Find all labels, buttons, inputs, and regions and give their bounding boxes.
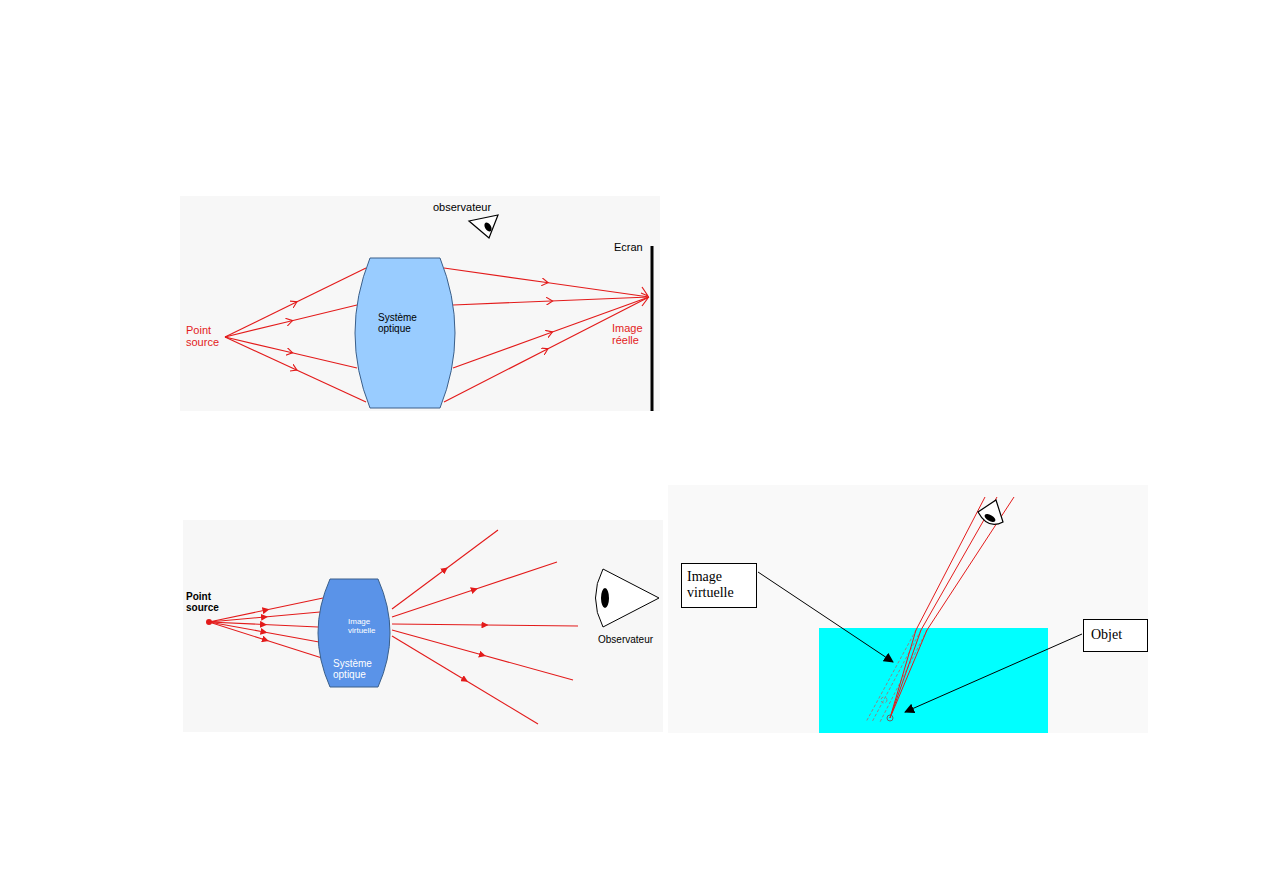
incident-ray [209, 612, 320, 622]
emergent-ray [453, 297, 649, 368]
callout-text: Objet [1091, 627, 1140, 643]
virtual-ray-extensions [866, 630, 927, 722]
eye-pupil [983, 512, 996, 523]
virtual-image-mark [881, 697, 887, 703]
lens-outline [355, 258, 455, 408]
eye-icon [596, 569, 660, 627]
eye-icon [469, 215, 498, 238]
panel-ground [183, 520, 663, 732]
virtual-image-rays [209, 530, 578, 724]
panel-ground [180, 196, 660, 411]
leader-line [758, 572, 893, 662]
incident-ray [209, 622, 322, 658]
callout-box: Objet [1083, 619, 1148, 652]
refracted-ray [890, 497, 997, 718]
dashed-extension [866, 630, 916, 722]
eye-outline [596, 569, 660, 627]
eye-outline [469, 215, 498, 238]
panel-ground [668, 485, 1148, 733]
diagram-label: Image réelle [612, 322, 643, 346]
object-mark [887, 715, 893, 721]
incident-ray [209, 598, 323, 622]
screen-line [651, 246, 654, 411]
refracted-ray [890, 497, 1014, 718]
leader-line [905, 634, 1082, 712]
incident-ray [225, 305, 357, 337]
emergent-ray [392, 624, 578, 626]
lens-shape: Image virtuelleSystème optique [318, 578, 390, 688]
diffusion-strokes [641, 287, 648, 306]
callout-box: Image virtuelle [681, 563, 757, 608]
callout-text: Image virtuelle [687, 569, 751, 601]
diagram-label: Point source [186, 324, 219, 348]
lens-outline [318, 579, 390, 687]
diagram-label: Observateur [598, 634, 653, 645]
lens-text: Système optique [333, 658, 372, 680]
eye-pupil [601, 588, 609, 608]
lens-shape: Système optique [355, 257, 455, 409]
emergent-ray [392, 530, 498, 609]
emergent-ray [392, 630, 573, 680]
emergent-ray [392, 636, 538, 724]
emergent-ray [453, 297, 649, 305]
eye-icon [978, 500, 1003, 524]
refracted-rays [890, 497, 1014, 718]
emergent-ray [444, 268, 649, 297]
incident-ray [225, 337, 366, 402]
incident-ray [225, 268, 366, 337]
diagram-label: Point source [186, 591, 219, 613]
lens-text: Image virtuelle [348, 618, 376, 636]
lens-text: Système optique [378, 312, 417, 334]
water-block [819, 628, 1048, 733]
dashed-extension [880, 630, 927, 722]
diagram-label: Ecran [614, 241, 643, 253]
eye-outline [978, 500, 1003, 524]
diagram-label: observateur [433, 201, 491, 213]
emergent-ray [392, 562, 557, 617]
emergent-ray [444, 297, 649, 402]
incident-ray [225, 337, 357, 368]
eye-pupil [483, 221, 493, 233]
